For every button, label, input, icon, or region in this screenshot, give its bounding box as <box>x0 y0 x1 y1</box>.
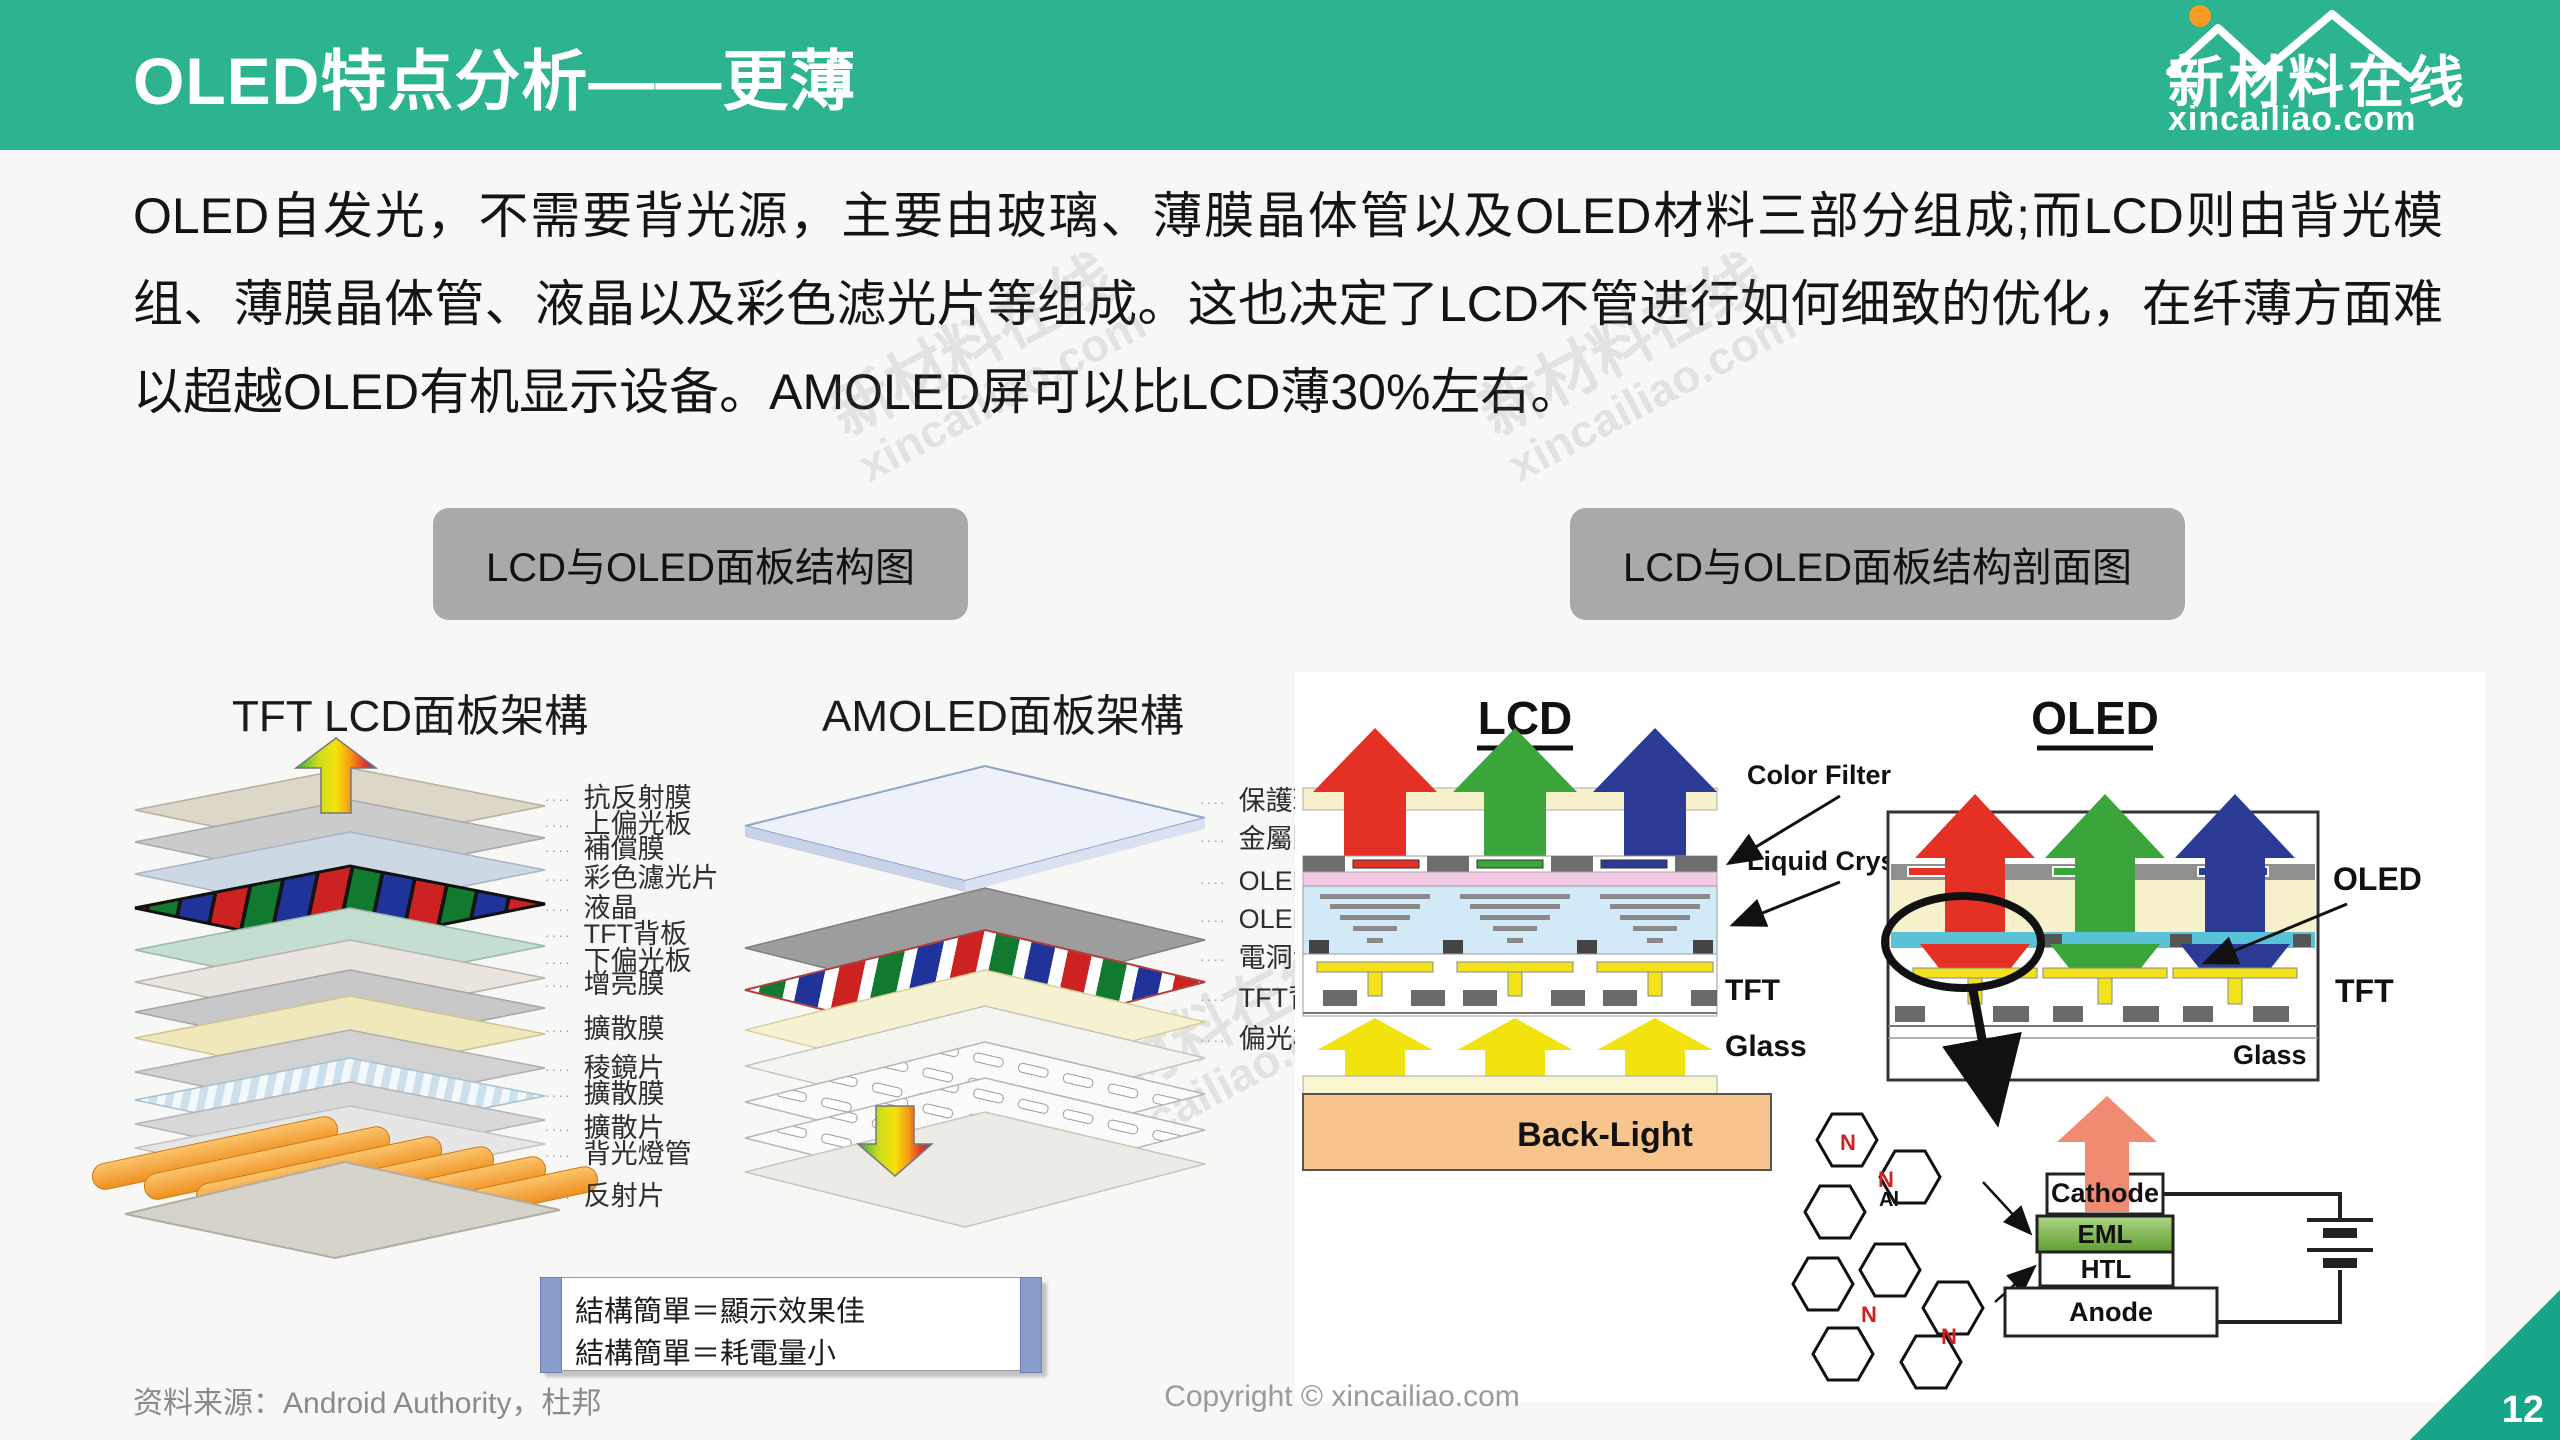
oled-cross-section: OLED <box>1881 692 2422 1128</box>
lcd-stack-title: TFT LCD面板架構 <box>232 692 589 741</box>
reflector-layer <box>124 1160 561 1260</box>
header-bar: OLED特点分析——更薄 新材料在线 xincailiao.com <box>0 0 2560 150</box>
amoled-notes-box: 結構簡單＝顯示效果佳 結構簡單＝耗電量小 <box>540 1277 1042 1373</box>
oled-device-stack: Cathode EML HTL Anode <box>2003 1096 2373 1338</box>
lcd-cross-section: LCD <box>1302 692 1927 1171</box>
htl-label: HTL <box>2081 1254 2132 1284</box>
backlight-arrow <box>1317 1018 1433 1076</box>
caption-crosssection: LCD与OLED面板结构剖面图 <box>1570 508 2185 620</box>
molecule-n: N <box>1878 1167 1894 1192</box>
logo-name: 新材料在线 <box>2168 51 2468 114</box>
lcd-glass-label: Glass <box>1725 1030 1807 1063</box>
oled-emitter-red <box>1920 944 2030 968</box>
molecule-n: N <box>1861 1302 1877 1327</box>
notes-side-bar <box>1020 1277 1042 1373</box>
backlight-box <box>1302 1093 1772 1171</box>
note-line: 結構簡單＝顯示效果佳 <box>575 1296 866 1328</box>
lcd-cross-title: LCD <box>1478 692 1573 744</box>
oled-glass-label: Glass <box>2233 1040 2307 1070</box>
lcd-layers <box>134 767 546 1189</box>
rainbow-down-arrow <box>855 1105 935 1177</box>
glass-plate <box>744 764 1206 892</box>
page-number: 12 <box>2501 1389 2544 1431</box>
oled-emitter-blue <box>2180 944 2290 968</box>
red-arrow <box>1313 728 1437 856</box>
source-note: 资料来源：Android Authority，杜邦 <box>133 1387 602 1420</box>
battery-circuit <box>2163 1192 2373 1324</box>
tft-components <box>1303 961 1717 1014</box>
color-filter-label: Color Filter <box>1747 760 1891 790</box>
note-line: 結構簡單＝耗電量小 <box>575 1338 837 1370</box>
rainbow-up-arrow <box>293 737 379 814</box>
blue-arrow <box>1593 728 1717 856</box>
green-arrow <box>1453 728 1577 856</box>
molecule-structures <box>1791 1112 1985 1390</box>
backlight-arrow <box>1457 1018 1573 1076</box>
green-arrow <box>2045 794 2165 944</box>
backlight-arrow <box>1597 1018 1713 1076</box>
cross-section-diagram: LCD <box>1295 672 2485 1402</box>
lc-dashes <box>1320 894 1710 943</box>
backlight-label: Back-Light <box>1517 1116 1693 1154</box>
oled-emitter-green <box>2050 944 2160 968</box>
lcd-exploded-diagram <box>91 737 599 1260</box>
copyright-note: Copyright © xincailiao.com <box>1164 1380 1520 1413</box>
intro-paragraph: OLED自发光，不需要背光源，主要由玻璃、薄膜晶体管以及OLED材料三部分组成;… <box>133 188 2443 420</box>
amoled-layers <box>744 764 1206 1228</box>
eml-label: EML <box>2078 1219 2133 1249</box>
cathode-label: Cathode <box>2051 1178 2159 1208</box>
magnifier-pointer <box>1942 989 2022 1128</box>
oled-cross-title: OLED <box>2031 692 2159 744</box>
oled-tft-label: TFT <box>2335 973 2394 1009</box>
logo-roof-icon <box>2166 5 2414 82</box>
notes-side-bar <box>540 1277 562 1373</box>
logo-domain: xincailiao.com <box>2168 100 2417 138</box>
amoled-stack-title: AMOLED面板架構 <box>822 692 1184 741</box>
molecule-n: N <box>1941 1324 1957 1349</box>
caption-structure: LCD与OLED面板结构图 <box>433 508 968 620</box>
lcd-layer-labels: ····抗反射膜 ····上偏光板 ····補償膜 ····彩色濾光片 ····… <box>545 783 719 1211</box>
molecule-n: N <box>1840 1130 1856 1155</box>
emission-arrow <box>2057 1096 2157 1212</box>
oled-layer-label: OLED <box>2333 861 2422 897</box>
molecule-al: Al <box>1879 1189 1899 1211</box>
lcd-tft-label: TFT <box>1725 974 1780 1007</box>
anode-label: Anode <box>2069 1297 2153 1327</box>
amoled-exploded-diagram <box>744 764 1206 1228</box>
blue-arrow <box>2175 794 2295 944</box>
magnifier-ellipse <box>1881 892 2045 992</box>
page-title: OLED特点分析——更薄 <box>133 44 857 118</box>
logo: 新材料在线 xincailiao.com <box>2160 0 2500 150</box>
